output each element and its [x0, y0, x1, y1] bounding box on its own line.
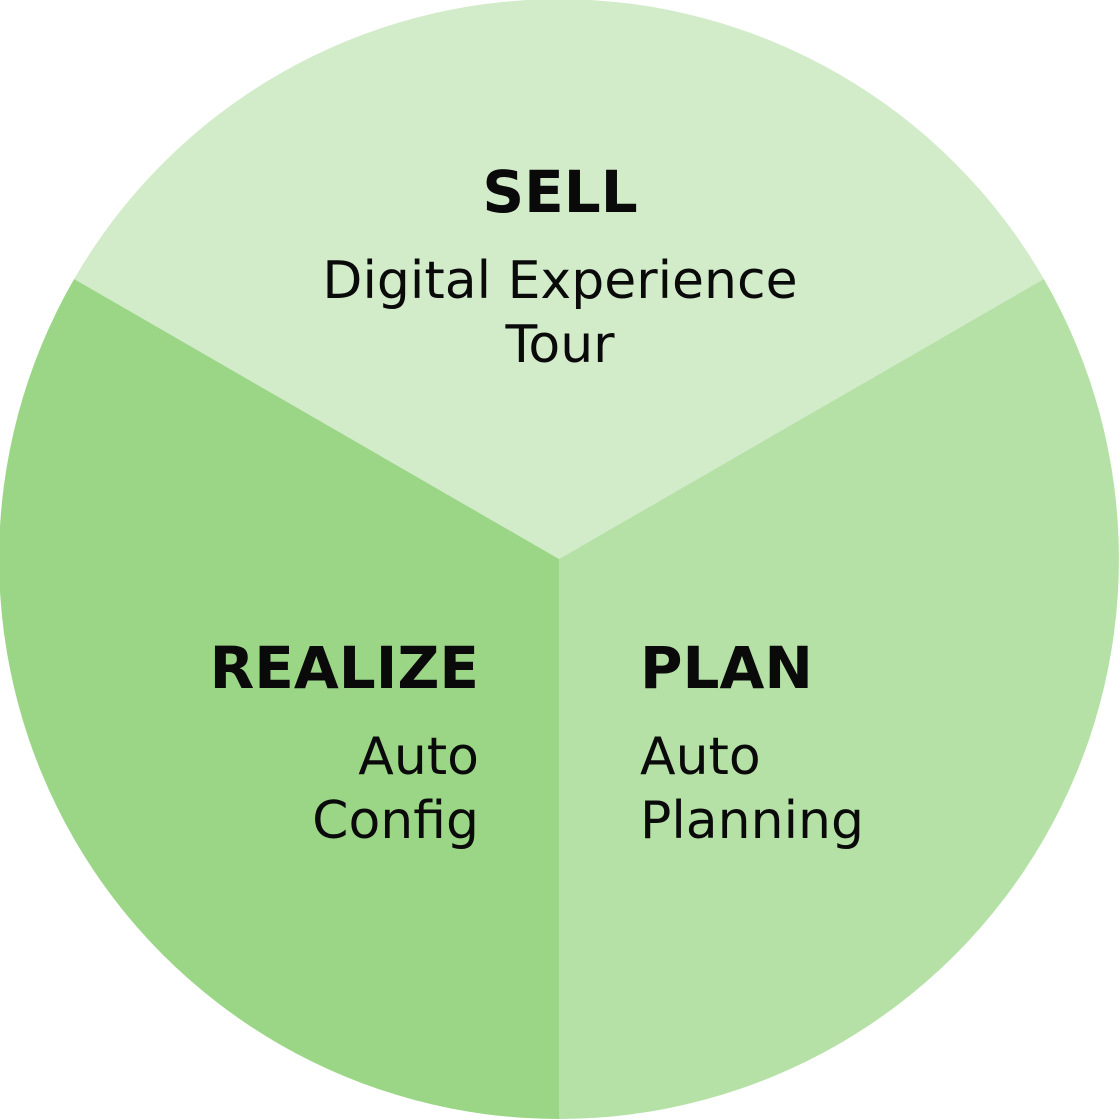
segment-desc-sell-line-2: Tour — [504, 315, 615, 375]
segment-desc-realize-line-2: Config — [312, 791, 479, 851]
segment-realize — [0, 279, 559, 1119]
segment-title-realize: REALIZE — [210, 634, 479, 702]
segment-desc-plan-line-1: Auto — [640, 727, 761, 787]
segment-desc-plan-line-2: Planning — [640, 791, 864, 851]
segment-title-sell: SELL — [482, 158, 637, 226]
segment-plan — [559, 279, 1119, 1119]
segment-desc-sell-line-1: Digital Experience — [322, 251, 797, 311]
segment-title-plan: PLAN — [640, 634, 813, 702]
segment-sell — [74, 0, 1044, 559]
segment-desc-realize-line-1: Auto — [358, 727, 479, 787]
